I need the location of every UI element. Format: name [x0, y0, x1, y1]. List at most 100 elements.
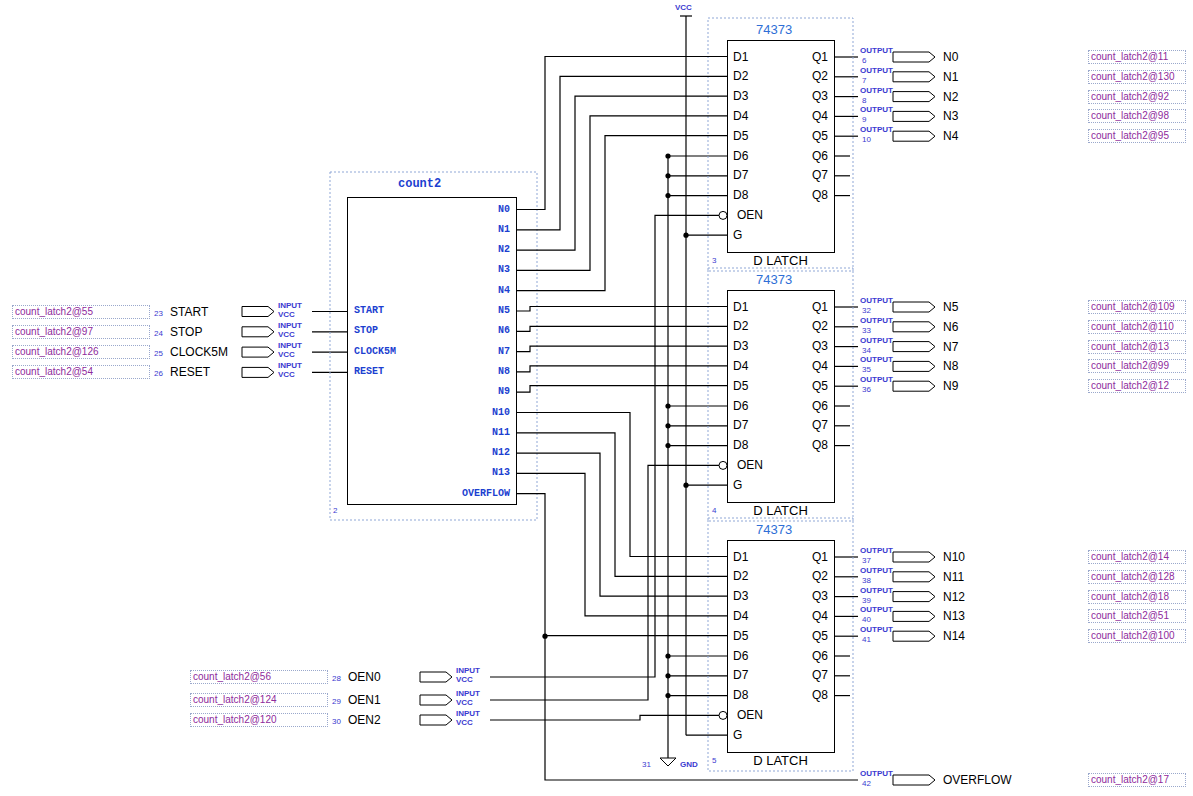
ground-symbol	[660, 758, 676, 766]
pin-assignment: count_latch2@12	[1088, 379, 1186, 393]
inversion-bubble	[719, 711, 727, 719]
pin-number: 26	[154, 369, 163, 378]
pin-name: Q7	[812, 668, 828, 682]
signal-name: N12	[943, 590, 965, 604]
port-type: OUTPUT	[860, 336, 893, 345]
pin-assignment: count_latch2@55	[12, 305, 150, 319]
chip-type: D LATCH	[728, 753, 833, 768]
pin-number: 6	[862, 56, 866, 65]
input-port-symbol	[420, 672, 452, 682]
power-label: VCC	[675, 3, 692, 12]
selection-outline	[330, 172, 537, 520]
wire	[835, 76, 858, 77]
junction-dot	[683, 483, 688, 488]
wire	[668, 655, 727, 656]
pin-name: N6	[498, 324, 510, 338]
port-type: INPUT	[278, 321, 302, 330]
signal-wire	[517, 116, 727, 271]
pin-name: N0	[498, 203, 510, 217]
pin-name: Q6	[812, 649, 828, 663]
pin-name: D4	[733, 609, 748, 623]
pin-number: 36	[862, 385, 871, 394]
wire	[835, 636, 858, 637]
pin-name: N4	[498, 284, 510, 298]
pin-assignment: count_latch2@18	[1088, 590, 1186, 604]
pin-number: 35	[862, 365, 871, 374]
chip-type: D LATCH	[728, 503, 833, 518]
latch-chip: 74373D1D2D3D4D5D6D7D8OENGQ1Q2Q3Q4Q5Q6Q7Q…	[727, 40, 835, 253]
pin-name: Q7	[812, 418, 828, 432]
pin-name: OEN	[737, 708, 763, 722]
pin-name: STOP	[354, 324, 378, 338]
pin-name: D2	[733, 569, 748, 583]
pin-name: Q3	[812, 339, 828, 353]
output-port-symbol	[893, 72, 935, 82]
signal-wire	[517, 386, 727, 393]
pin-name: Q4	[812, 109, 828, 123]
port-type: OUTPUT	[860, 769, 893, 778]
pin-number: 28	[332, 674, 341, 683]
pin-name: Q5	[812, 129, 828, 143]
wire	[312, 311, 347, 312]
pin-name: Q5	[812, 629, 828, 643]
wire	[835, 386, 858, 387]
wire	[835, 405, 850, 406]
pin-name: D4	[733, 359, 748, 373]
pin-name: D6	[733, 649, 748, 663]
port-type: INPUT	[278, 341, 302, 350]
pin-assignment: count_latch2@17	[1088, 773, 1186, 787]
signal-name: N1	[943, 70, 958, 84]
pin-name: G	[733, 478, 742, 492]
pin-number: 38	[862, 576, 871, 585]
port-type: INPUT	[456, 689, 480, 698]
wire	[668, 425, 727, 426]
junction-dot	[665, 403, 670, 408]
pin-number: 39	[862, 596, 871, 605]
pin-name: OEN	[737, 458, 763, 472]
pin-number: 25	[154, 349, 163, 358]
pin-number: 24	[154, 329, 163, 338]
signal-wire	[517, 366, 727, 372]
pin-number: 37	[862, 556, 871, 565]
pin-name: Q5	[812, 379, 828, 393]
pin-assignment: count_latch2@95	[1088, 129, 1186, 143]
pin-assignment: count_latch2@126	[12, 345, 150, 359]
pin-assignment: count_latch2@14	[1088, 550, 1186, 564]
port-type: INPUT	[456, 666, 480, 675]
junction-dot	[665, 673, 670, 678]
pin-name: Q3	[812, 89, 828, 103]
pin-number: 30	[332, 717, 341, 726]
inversion-bubble	[719, 461, 727, 469]
pin-name: N13	[492, 466, 510, 480]
wire	[835, 556, 858, 557]
pin-name: D3	[733, 589, 748, 603]
pin-assignment: count_latch2@100	[1088, 629, 1186, 643]
pin-name: Q2	[812, 319, 828, 333]
pin-name: Q8	[812, 188, 828, 202]
pin-assignment: count_latch2@98	[1088, 109, 1186, 123]
pin-name: D1	[733, 550, 748, 564]
port-type: OUTPUT	[860, 316, 893, 325]
pin-name: CLOCK5M	[354, 345, 396, 359]
wire	[668, 695, 727, 696]
port-level: VCC	[278, 370, 295, 379]
signal-wire	[517, 136, 727, 291]
pin-name: D3	[733, 89, 748, 103]
output-port-symbol	[893, 52, 935, 62]
signal-name: OVERFLOW	[943, 773, 1012, 787]
output-port-symbol	[893, 361, 935, 371]
pin-name: D6	[733, 399, 748, 413]
pin-number: 33	[862, 326, 871, 335]
wire	[686, 735, 727, 736]
pin-number: 9	[862, 115, 866, 124]
block-number: 4	[712, 506, 716, 515]
input-port-symbol	[420, 715, 452, 725]
pin-name: OVERFLOW	[462, 487, 510, 501]
port-level: VCC	[456, 698, 473, 707]
signal-name: N14	[943, 629, 965, 643]
signal-name: N11	[943, 570, 964, 584]
signal-wire	[517, 494, 727, 636]
wire	[835, 326, 858, 327]
junction-dot	[665, 153, 670, 158]
